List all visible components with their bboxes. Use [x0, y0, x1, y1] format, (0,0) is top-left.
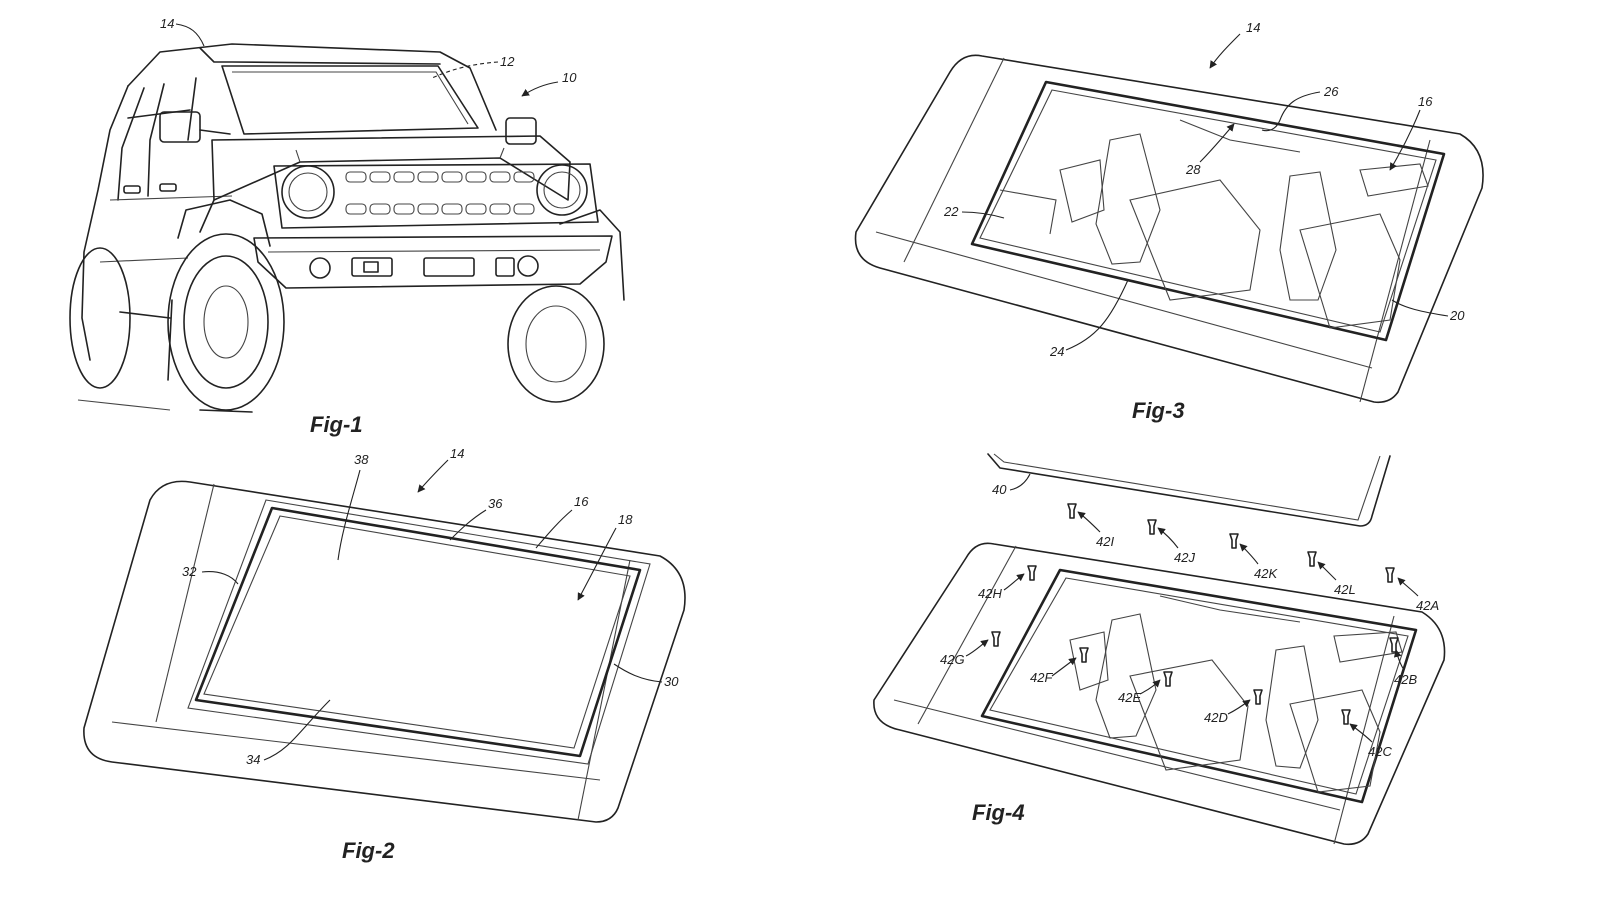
- figure-2-caption: Fig-2: [342, 838, 395, 863]
- ref-14: 14: [450, 446, 464, 461]
- ref-12: 12: [500, 54, 515, 69]
- ref-42K: 42K: [1254, 566, 1278, 581]
- ref-42L: 42L: [1334, 582, 1356, 597]
- ref-42C: 42C: [1368, 744, 1392, 759]
- ref-42E: 42E: [1118, 690, 1141, 705]
- ref-30: 30: [664, 674, 679, 689]
- ref-42B: 42B: [1394, 672, 1417, 687]
- ref-42A: 42A: [1416, 598, 1439, 613]
- ref-42D: 42D: [1204, 710, 1228, 725]
- figure-1-caption: Fig-1: [310, 412, 363, 437]
- figure-4-exploded-assembly: 40 42I 42J 42K 42L 42A 42H 42G 42F 42E 4…: [873, 453, 1446, 846]
- figure-4-caption: Fig-4: [972, 800, 1025, 825]
- ref-14: 14: [1246, 20, 1260, 35]
- ref-32: 32: [182, 564, 197, 579]
- ref-24: 24: [1049, 344, 1064, 359]
- figure-1-vehicle: 14 12 10 Fig-1: [69, 16, 625, 437]
- ref-38: 38: [354, 452, 369, 467]
- ref-26: 26: [1323, 84, 1339, 99]
- ref-42F: 42F: [1030, 670, 1053, 685]
- figure-2-roof-panel: 14 38 36 16 18 32 30 34 Fig-2: [83, 446, 686, 863]
- ref-34: 34: [246, 752, 260, 767]
- ref-20: 20: [1449, 308, 1465, 323]
- ref-42J: 42J: [1174, 550, 1195, 565]
- figure-3-roof-opening: 14 26 16 28 22 20 24 Fig-3: [854, 20, 1484, 423]
- fastener-group: [991, 503, 1399, 725]
- ref-36: 36: [488, 496, 503, 511]
- ref-10: 10: [562, 70, 577, 85]
- ref-16: 16: [1418, 94, 1433, 109]
- ref-42G: 42G: [940, 652, 965, 667]
- ref-14: 14: [160, 16, 174, 31]
- ref-16: 16: [574, 494, 589, 509]
- ref-22: 22: [943, 204, 959, 219]
- ref-42I: 42I: [1096, 534, 1114, 549]
- ref-18: 18: [618, 512, 633, 527]
- ref-42H: 42H: [978, 586, 1002, 601]
- ref-28: 28: [1185, 162, 1201, 177]
- ref-40: 40: [992, 482, 1007, 497]
- figure-3-caption: Fig-3: [1132, 398, 1185, 423]
